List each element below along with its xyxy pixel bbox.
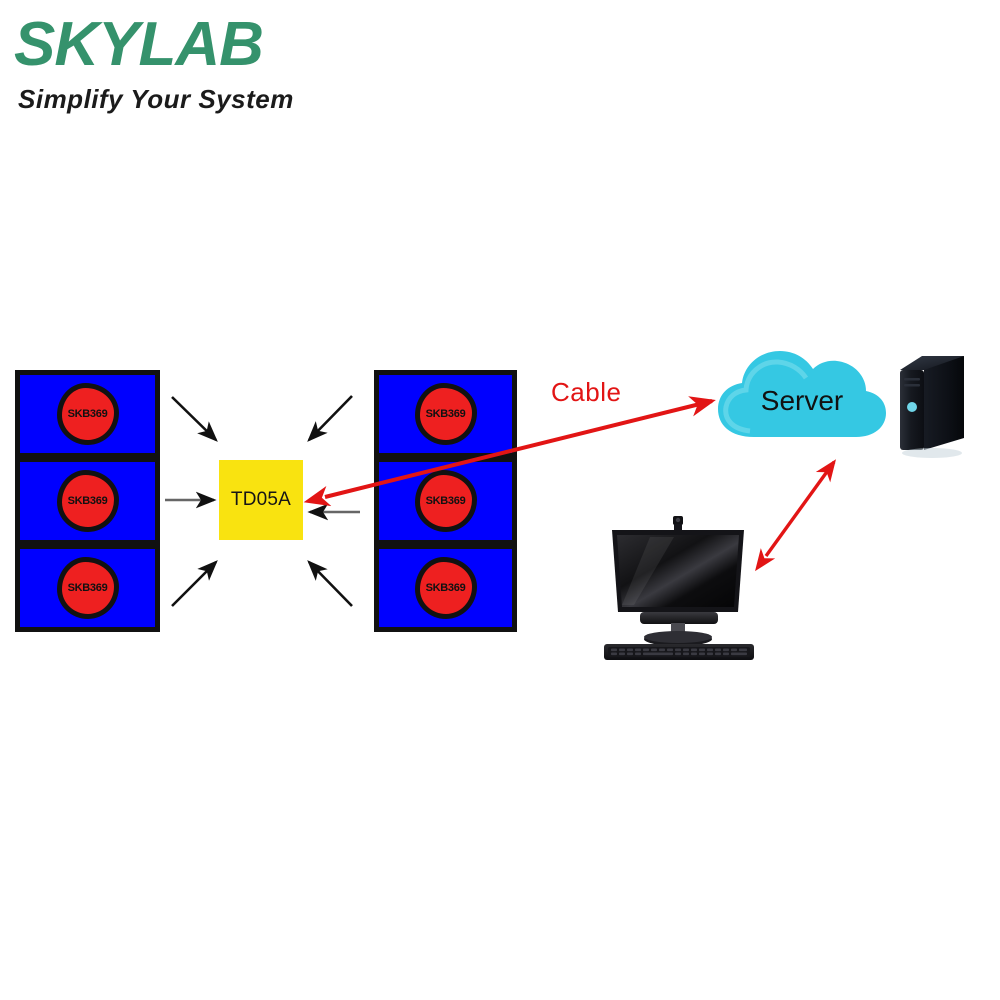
arrow-left-bottom-to-gateway <box>171 560 218 607</box>
sensor-label: SKB369 <box>425 408 466 420</box>
arrow-right-top-to-gateway <box>307 395 353 442</box>
sensor-node-icon: SKB369 <box>414 557 477 619</box>
logo-tagline: Simplify Your System <box>18 84 294 114</box>
sensor-panel[interactable]: SKB369 <box>374 544 517 632</box>
arrow-server-to-workstation <box>755 459 836 572</box>
right-sensor-stack: SKB369 SKB369 SKB369 <box>374 370 517 632</box>
sensor-label: SKB369 <box>67 582 108 594</box>
left-sensor-stack: SKB369 SKB369 SKB369 <box>15 370 160 632</box>
sensor-node-icon: SKB369 <box>56 470 119 532</box>
workstation-icon <box>604 516 754 660</box>
sensor-panel[interactable]: SKB369 <box>374 370 517 458</box>
sensor-label: SKB369 <box>67 408 108 420</box>
server-tower[interactable] <box>894 350 968 462</box>
keyboard-icon <box>604 644 754 660</box>
cloud-icon <box>718 351 886 437</box>
cable-label: Cable <box>551 377 622 407</box>
server-tower-icon <box>900 356 964 458</box>
sensor-label: SKB369 <box>425 582 466 594</box>
server-cloud[interactable]: Server <box>714 341 890 443</box>
sensor-label: SKB369 <box>67 495 108 507</box>
sensor-node-icon: SKB369 <box>56 557 119 619</box>
sensor-node-icon: SKB369 <box>56 383 119 445</box>
logo-wordmark: SKYLAB <box>14 10 264 79</box>
sensor-panel[interactable]: SKB369 <box>15 370 160 458</box>
sensor-label: SKB369 <box>425 495 466 507</box>
arrow-right-bottom-to-gateway <box>307 560 353 607</box>
sensor-node-icon: SKB369 <box>414 383 477 445</box>
brand-logo: SKYLAB Simplify Your System <box>14 10 414 114</box>
arrow-left-top-to-gateway <box>171 396 218 442</box>
sensor-panel[interactable]: SKB369 <box>15 457 160 545</box>
gateway-node[interactable]: TD05A <box>219 460 303 540</box>
sensor-panel[interactable]: SKB369 <box>15 544 160 632</box>
workstation[interactable] <box>588 508 768 666</box>
sensor-node-icon: SKB369 <box>414 470 477 532</box>
gateway-label: TD05A <box>230 489 292 510</box>
sensor-panel[interactable]: SKB369 <box>374 457 517 545</box>
